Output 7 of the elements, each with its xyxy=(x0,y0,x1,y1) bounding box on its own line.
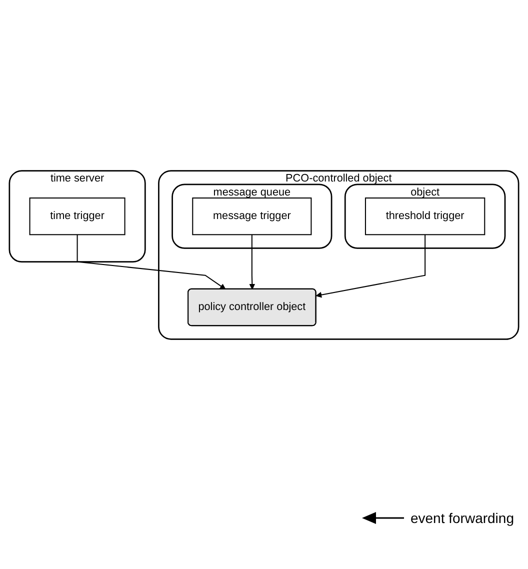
arrow xyxy=(316,234,426,298)
node-box: threshold trigger xyxy=(364,198,486,236)
arrow xyxy=(76,234,226,290)
arrow xyxy=(249,234,256,290)
node-box: message trigger xyxy=(192,198,312,236)
node-box: time trigger xyxy=(29,198,126,236)
legend-text: event forwarding xyxy=(410,510,514,526)
